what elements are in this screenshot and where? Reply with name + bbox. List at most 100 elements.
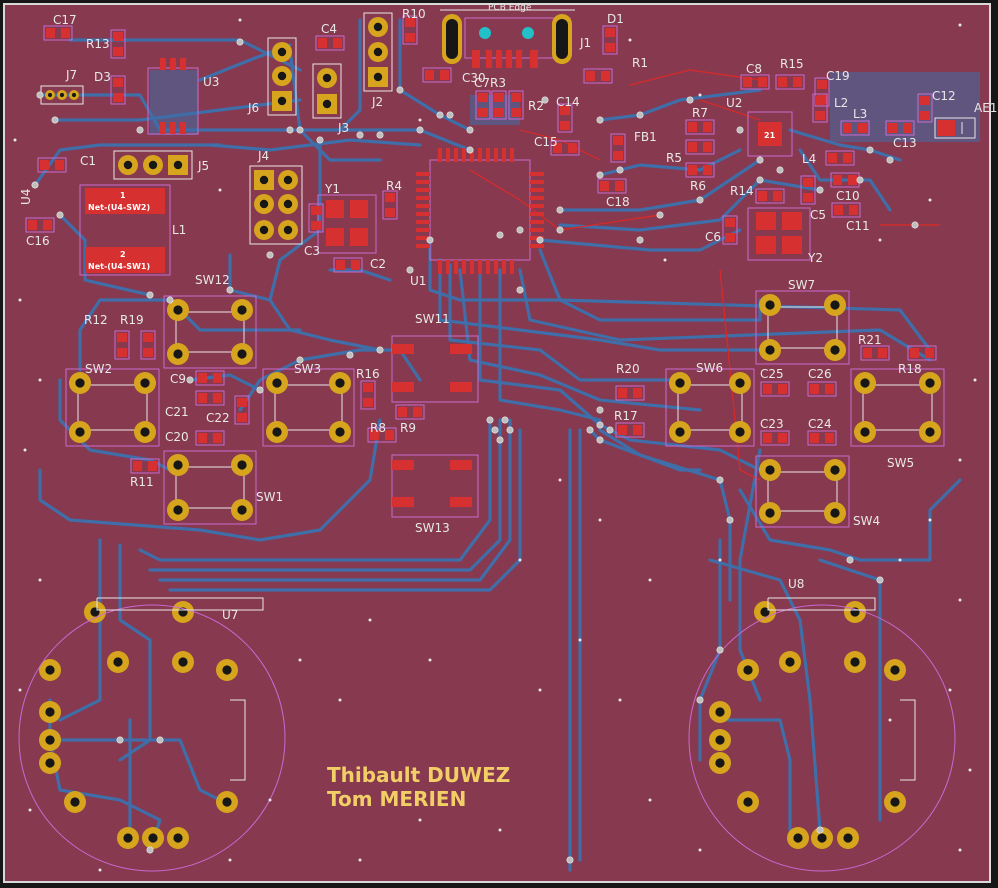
ref-u8: U8: [788, 577, 804, 591]
tactile-switch: [163, 295, 257, 369]
ref-r21: R21: [858, 333, 882, 347]
via: [816, 186, 824, 194]
ref-c1: C1: [80, 154, 96, 168]
ref-r16: R16: [356, 367, 380, 381]
smd-passive: [755, 188, 785, 204]
l1-pin1: 1: [120, 191, 126, 200]
ref-sw6: SW6: [696, 361, 723, 375]
ref-c5: C5: [810, 208, 826, 222]
ref-j2: J2: [371, 95, 383, 109]
ref-l4: L4: [802, 152, 816, 166]
ref-sw2: SW2: [85, 362, 112, 376]
smd-passive: [315, 35, 345, 51]
silk-dot: [698, 848, 702, 852]
ref-r9: R9: [400, 421, 416, 435]
smd-passive: [234, 395, 250, 425]
smd-passive: [550, 140, 580, 156]
ref-sw4: SW4: [853, 514, 880, 528]
ref-r18: R18: [898, 362, 922, 376]
ref-fb1: FB1: [634, 130, 657, 144]
via: [726, 516, 734, 524]
silk-dot: [973, 378, 977, 382]
smd-passive: [25, 217, 55, 233]
silk-dot: [368, 618, 372, 622]
smd-passive: [722, 215, 738, 245]
silk-dot: [958, 848, 962, 852]
ref-c10: C10: [836, 189, 860, 203]
smd-passive: [760, 381, 790, 397]
smd-passive: [685, 162, 715, 178]
silk-dot: [418, 818, 422, 822]
via: [501, 416, 509, 424]
ref-c19: C19: [826, 69, 850, 83]
via: [506, 426, 514, 434]
ref-d3: D3: [94, 70, 111, 84]
ref-r5: R5: [666, 151, 682, 165]
via: [486, 416, 494, 424]
via: [436, 111, 444, 119]
ref-r6: R6: [690, 179, 706, 193]
silk-dot: [238, 18, 242, 22]
ref-c12: C12: [932, 89, 956, 103]
inductor-l1: 1 Net-(U4-SW2) 2 Net-(U4-SW1): [79, 184, 171, 276]
ref-c11: C11: [846, 219, 870, 233]
ref-c6: C6: [705, 230, 721, 244]
via: [406, 266, 414, 274]
via: [491, 426, 499, 434]
via: [186, 376, 194, 384]
ref-c9: C9: [170, 372, 186, 386]
ref-c16: C16: [26, 234, 50, 248]
silk-dot: [498, 828, 502, 832]
smd-passive: [831, 202, 861, 218]
crystal-y2: [747, 207, 811, 261]
ref-l2: L2: [834, 96, 848, 110]
via: [516, 226, 524, 234]
smd-passive: [885, 120, 915, 136]
ref-c18: C18: [606, 195, 630, 209]
smd-passive: [907, 345, 937, 361]
ref-c22: C22: [206, 411, 230, 425]
silk-dot: [38, 578, 42, 582]
ref-c14: C14: [556, 95, 580, 109]
ref-ae1: AE1: [974, 101, 997, 115]
back-copper-traces: [33, 18, 962, 872]
ref-r1: R1: [632, 56, 648, 70]
tactile-switch: [850, 368, 945, 447]
via: [596, 436, 604, 444]
ref-c17: C17: [53, 13, 77, 27]
via: [236, 38, 244, 46]
via: [696, 696, 704, 704]
smd-passive: [37, 157, 67, 173]
designer-name-2: Tom MERIEN: [327, 787, 466, 811]
ref-l1: L1: [172, 223, 186, 237]
mcu-u1: [416, 148, 544, 274]
smd-passive: [807, 430, 837, 446]
ref-u1: U1: [410, 274, 426, 288]
via: [716, 646, 724, 654]
usb-connector-j1: PCB Edge: [440, 3, 575, 68]
smd-passive: [382, 190, 398, 220]
via: [556, 226, 564, 234]
via: [696, 196, 704, 204]
pin-header: [40, 85, 84, 105]
ref-r20: R20: [616, 362, 640, 376]
ref-u7: U7: [222, 608, 238, 622]
ref-j1: J1: [579, 36, 591, 50]
smd-switch-sw11: [391, 335, 479, 403]
ref-sw5: SW5: [887, 456, 914, 470]
pin-header: [113, 150, 193, 180]
silk-dot: [928, 518, 932, 522]
via: [516, 286, 524, 294]
via: [346, 351, 354, 359]
silk-dot: [228, 858, 232, 862]
silk-dot: [648, 578, 652, 582]
ref-j4: J4: [257, 149, 269, 163]
silk-dot: [338, 698, 342, 702]
smd-switch-sw13: [391, 454, 479, 518]
via: [56, 211, 64, 219]
via: [656, 211, 664, 219]
silk-dot: [663, 258, 667, 262]
